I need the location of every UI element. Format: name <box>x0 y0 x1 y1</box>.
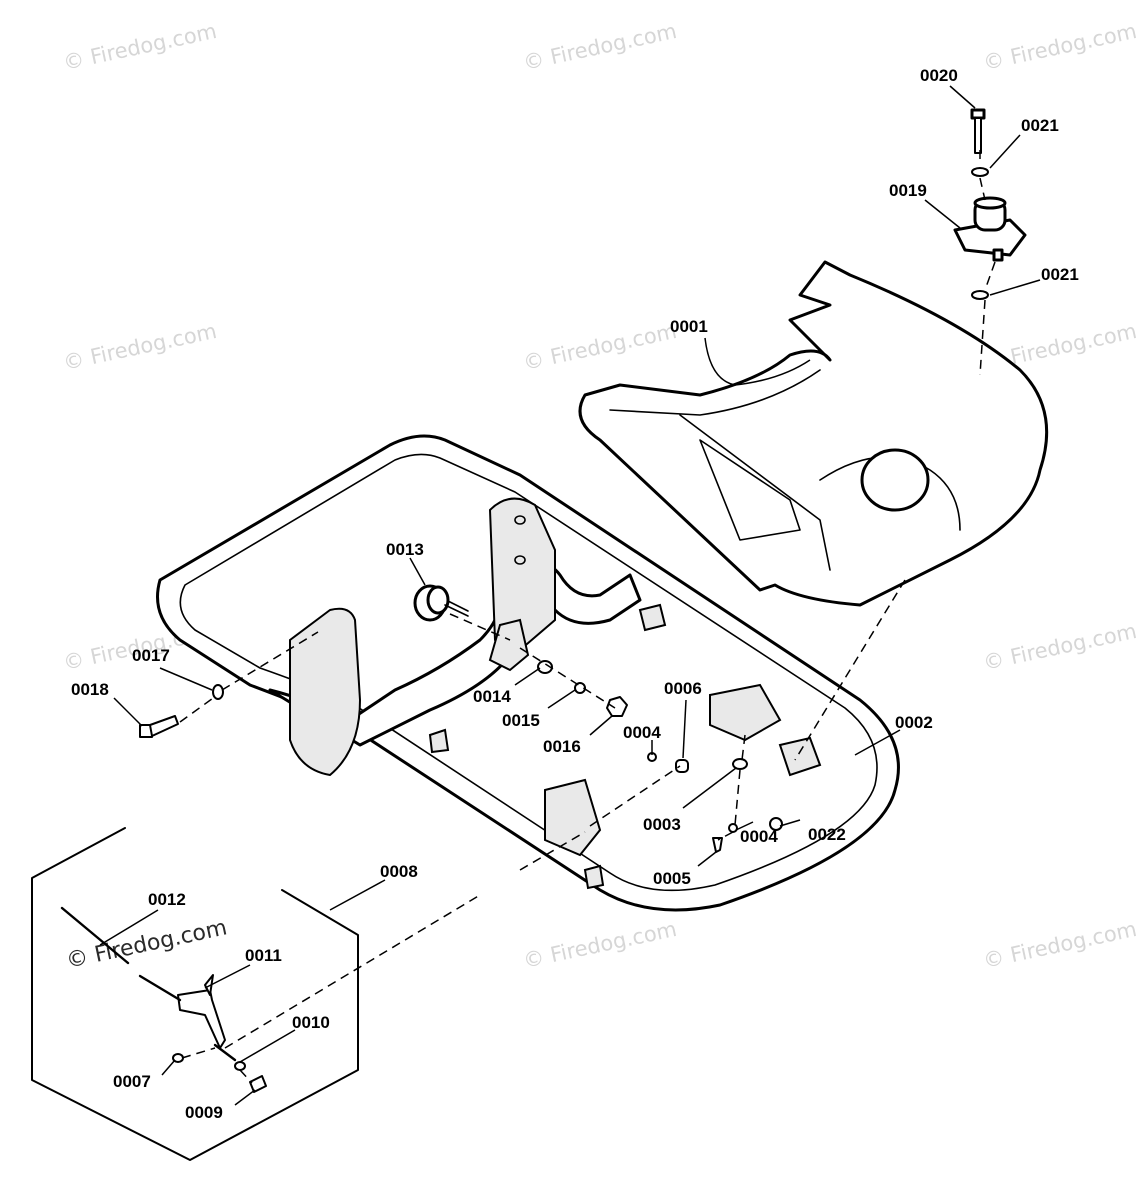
washer-part-0021-bottom <box>971 290 989 300</box>
bolt-part-0020 <box>970 108 986 154</box>
inset-box-part-0008 <box>31 827 359 1161</box>
frame-part-0002 <box>156 434 900 912</box>
part-label-0013: 0013 <box>386 540 424 559</box>
washer-part-0014 <box>537 660 553 674</box>
part-label-0008: 0008 <box>380 862 418 881</box>
part-label-0014: 0014 <box>473 687 511 706</box>
spacer-part-0006 <box>675 759 689 773</box>
cover-part-0001 <box>578 260 1049 607</box>
nut-part-0016 <box>606 696 628 717</box>
bracket-part-0019 <box>953 196 1027 262</box>
part-label-0002: 0002 <box>895 713 933 732</box>
part-label-0004a: 0004 <box>623 723 661 742</box>
part-label-0012: 0012 <box>148 890 186 909</box>
watermark-text: © Firedog.com <box>521 917 679 973</box>
part-label-0001: 0001 <box>670 317 708 336</box>
part-label-0016: 0016 <box>543 737 581 756</box>
part-label-0009: 0009 <box>185 1103 223 1122</box>
part-label-0007: 0007 <box>113 1072 151 1091</box>
part-label-0015: 0015 <box>502 711 540 730</box>
leader-lines <box>99 85 1041 1106</box>
part-label-0005: 0005 <box>653 869 691 888</box>
part-labels: 0001 0002 0003 0004 0004 0005 0006 0007 0008 0009… <box>71 66 1079 1122</box>
part-label-0018: 0018 <box>71 680 109 699</box>
washer-part-0015 <box>574 682 586 694</box>
watermark-text: © Firedog.com <box>521 19 679 75</box>
bolt-part-0018 <box>139 715 179 738</box>
part-label-0003: 0003 <box>643 815 681 834</box>
part-label-0017: 0017 <box>132 646 170 665</box>
part-label-0020: 0020 <box>920 66 958 85</box>
mount-part-0013 <box>413 584 469 622</box>
screw-part-0005 <box>712 837 723 853</box>
watermark-text: © Firedog.com <box>64 915 229 973</box>
watermark-text: © Firedog.com <box>61 19 219 75</box>
part-label-0011: 0011 <box>245 946 282 965</box>
watermark-text: © Firedog.com <box>981 917 1136 973</box>
part-label-0021b: 0021 <box>1041 265 1079 284</box>
part-label-0006: 0006 <box>664 679 702 698</box>
part-label-0004b: 0004 <box>740 827 778 846</box>
washer-part-0003 <box>732 758 748 770</box>
part-label-0019: 0019 <box>889 181 927 200</box>
watermark-text: © Firedog.com <box>981 619 1136 675</box>
nut-part-0022 <box>769 817 783 831</box>
washer-part-0021-top <box>971 167 989 177</box>
washer-part-0004-b <box>728 823 738 833</box>
part-label-0010: 0010 <box>292 1013 330 1032</box>
washer-part-0017 <box>212 684 224 700</box>
part-label-0022: 0022 <box>808 825 846 844</box>
watermark-text: © Firedog.com <box>521 319 679 375</box>
watermark-text: © Firedog.com <box>981 19 1136 75</box>
part-label-0021a: 0021 <box>1021 116 1059 135</box>
watermark-text: © Firedog.com <box>61 319 219 375</box>
